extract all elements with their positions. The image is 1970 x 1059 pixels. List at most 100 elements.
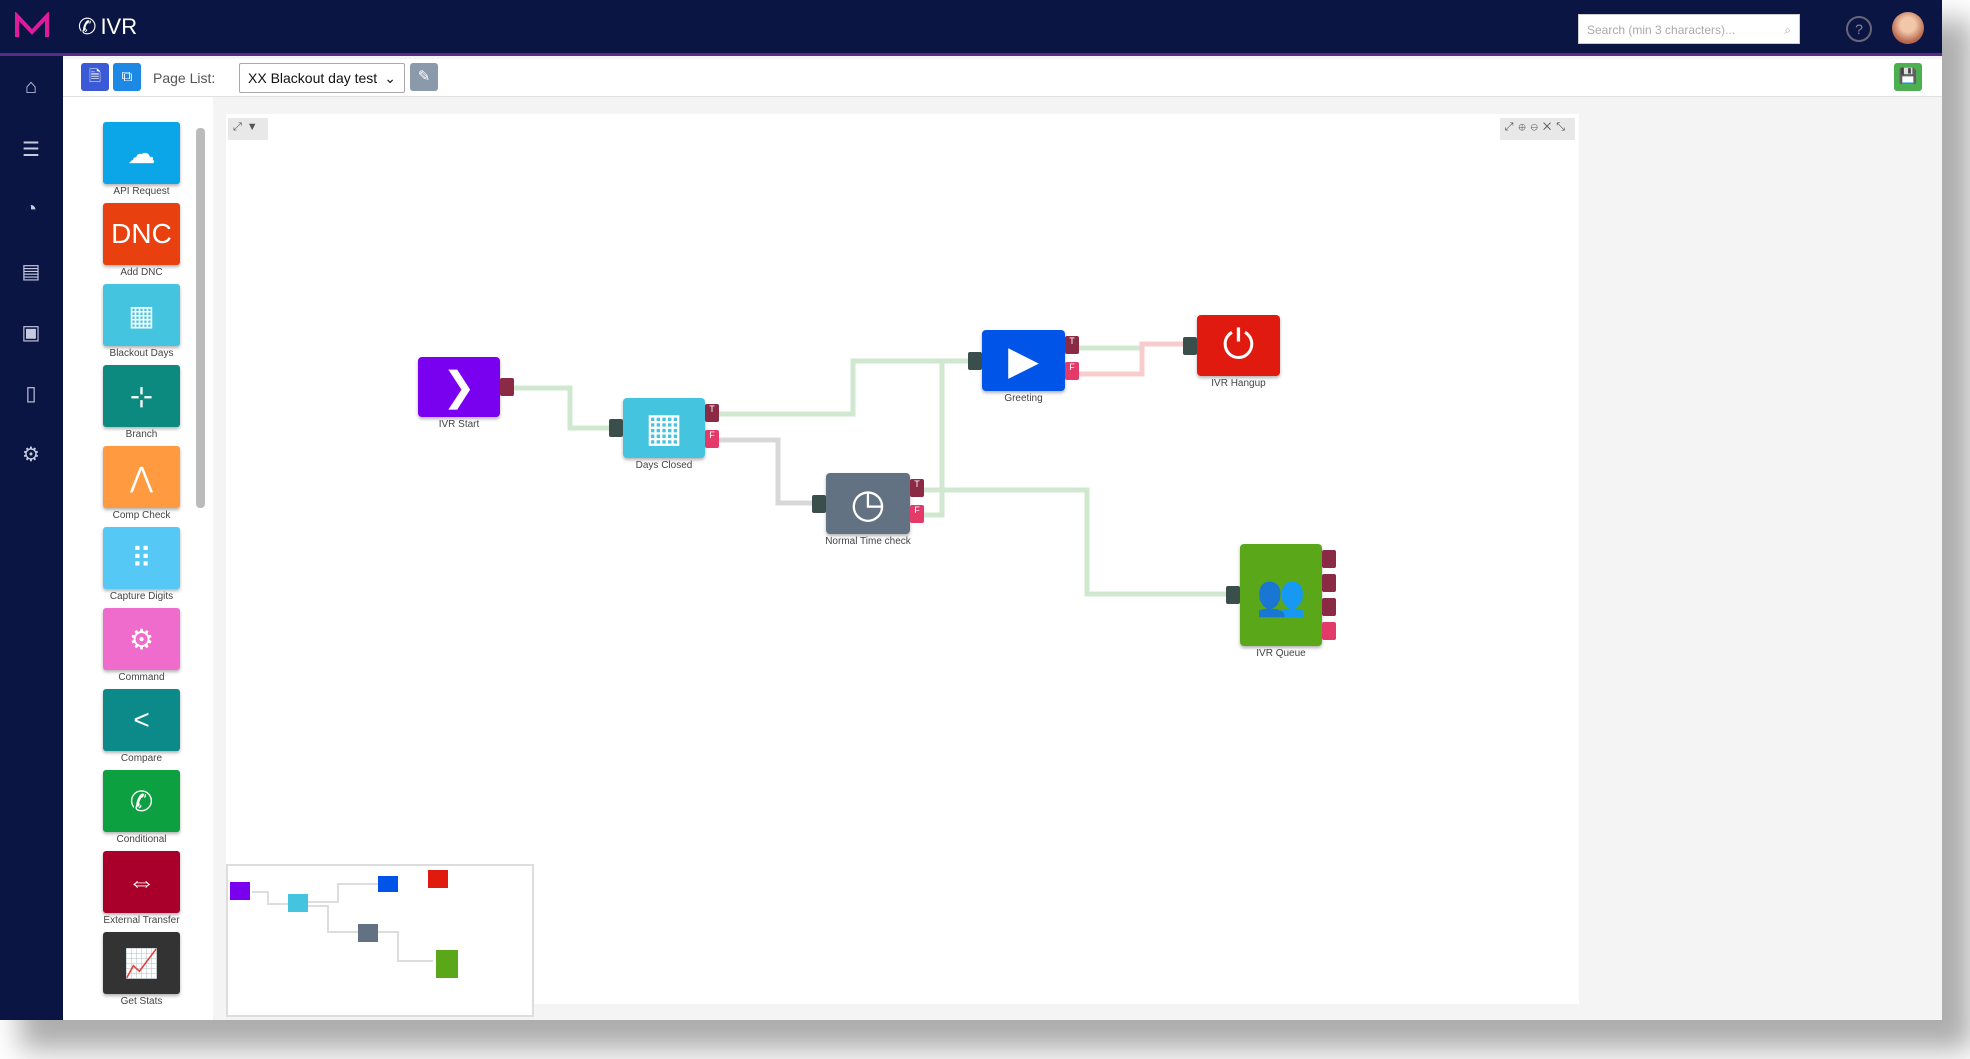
palette-item-label: Compare bbox=[120, 753, 163, 764]
true-output-port[interactable]: T bbox=[1065, 336, 1079, 354]
save-button[interactable]: 💾 bbox=[1894, 63, 1922, 91]
palette-item[interactable]: ⚙ Command bbox=[103, 608, 180, 683]
palette-item[interactable]: ⇔ External Transfer bbox=[103, 851, 180, 926]
transfer-icon: ⇔ bbox=[103, 851, 180, 913]
nav-contacts-icon[interactable]: ▣ bbox=[21, 322, 41, 344]
input-port[interactable] bbox=[609, 419, 623, 437]
phone-icon: ✆ bbox=[78, 14, 97, 39]
flow-node[interactable]: 👥 bbox=[1240, 544, 1322, 646]
peak-icon: ⋀ bbox=[103, 446, 180, 508]
true-output-port[interactable] bbox=[1322, 550, 1336, 568]
input-port[interactable] bbox=[1183, 336, 1197, 355]
app-window: ✆IVR Search (min 3 characters)... ⌕ ? ⌂ ☰… bbox=[0, 0, 1942, 1020]
power-icon: ⏻ bbox=[1222, 323, 1255, 367]
compare-icon: < bbox=[103, 689, 180, 751]
toolbar: 🗎 ⧉ Page List: XX Blackout day test ⌄ ✎ 💾 bbox=[63, 59, 1942, 97]
dnc-icon: DNC bbox=[103, 203, 180, 265]
connector-clock-true-queue bbox=[923, 487, 1228, 597]
input-port[interactable] bbox=[1226, 586, 1240, 604]
connectors bbox=[514, 341, 1228, 597]
copy-page-button[interactable]: ⧉ bbox=[113, 63, 141, 91]
flow-node[interactable]: ▶ bbox=[982, 330, 1065, 391]
nav-home-icon[interactable]: ⌂ bbox=[24, 76, 38, 98]
connector-blackout-false-clock bbox=[719, 437, 815, 506]
palette-item-label: Branch bbox=[125, 429, 158, 440]
palette-item-label: Capture Digits bbox=[109, 591, 174, 602]
page-list-select[interactable]: XX Blackout day test ⌄ bbox=[239, 63, 405, 93]
palette-scrollbar[interactable] bbox=[196, 128, 205, 508]
palette-item-label: Add DNC bbox=[120, 267, 163, 278]
keypad-icon: ⠿ bbox=[103, 527, 180, 589]
false-output-port[interactable] bbox=[1322, 622, 1336, 640]
palette-item[interactable]: ⊹ Branch bbox=[103, 365, 180, 440]
minimap[interactable] bbox=[226, 864, 534, 1017]
flow-node-label: IVR Queue bbox=[1256, 648, 1306, 659]
palette-item-label: Get Stats bbox=[120, 996, 163, 1007]
false-output-port[interactable]: F bbox=[1065, 362, 1079, 380]
palette-item-label: API Request bbox=[113, 186, 170, 197]
input-port[interactable] bbox=[812, 494, 826, 513]
flow-node[interactable]: ⏻ bbox=[1197, 315, 1280, 376]
connector-blackout-true-greeting bbox=[719, 358, 972, 417]
chevron-right-icon: ❯ bbox=[442, 365, 476, 409]
flow-node-label: IVR Hangup bbox=[1211, 378, 1266, 389]
gear-icon: ⚙ bbox=[103, 608, 180, 670]
cloud-icon: ☁ bbox=[103, 122, 180, 184]
canvas-edit-tools[interactable]: ⤢▼ bbox=[228, 118, 268, 140]
help-icon[interactable]: ? bbox=[1846, 16, 1872, 42]
palette-item[interactable]: DNC Add DNC bbox=[103, 203, 180, 278]
true-output-port[interactable] bbox=[1322, 574, 1336, 592]
nav-dashboard-icon[interactable]: ◔ bbox=[24, 198, 38, 220]
palette-item[interactable]: ⋀ Comp Check bbox=[103, 446, 180, 521]
flow-node[interactable]: ▦ bbox=[623, 398, 705, 458]
palette-item-label: Conditional bbox=[116, 834, 167, 845]
flow-node[interactable]: ◷ bbox=[826, 473, 910, 534]
connector-clock-false-greeting bbox=[923, 361, 945, 518]
palette-item-label: External Transfer bbox=[103, 915, 180, 926]
connector-start-blackout bbox=[514, 385, 612, 431]
palette-item-label: Comp Check bbox=[112, 510, 171, 521]
flow-node[interactable]: ❯ bbox=[418, 357, 500, 417]
page-selected: XX Blackout day test bbox=[248, 70, 378, 86]
true-output-port[interactable] bbox=[1322, 598, 1336, 616]
palette-item-label: Command bbox=[118, 672, 165, 683]
top-bar: ✆IVR Search (min 3 characters)... ⌕ ? bbox=[0, 0, 1942, 56]
edit-page-button[interactable]: ✎ bbox=[410, 63, 438, 91]
brand-logo[interactable] bbox=[14, 12, 50, 40]
palette-item[interactable]: 📈Get Stats bbox=[103, 932, 180, 1007]
app-title-text: IVR bbox=[100, 14, 138, 39]
flow-node-label: Days Closed bbox=[635, 460, 693, 471]
new-page-button[interactable]: 🗎 bbox=[81, 63, 109, 91]
clock-icon: ◷ bbox=[850, 481, 886, 526]
search-placeholder: Search (min 3 characters)... bbox=[1587, 23, 1736, 37]
true-output-port[interactable]: T bbox=[705, 404, 719, 422]
nav-database-icon[interactable]: ▤ bbox=[21, 261, 41, 283]
palette-item[interactable]: ⠿ Capture Digits bbox=[103, 527, 180, 602]
false-output-port[interactable]: F bbox=[705, 430, 719, 448]
canvas-zoom-tools[interactable]: ⤢⊕⊖✕⤡ bbox=[1499, 118, 1575, 140]
page-list-label: Page List: bbox=[153, 70, 216, 86]
true-output-port[interactable]: T bbox=[910, 479, 924, 497]
palette-item[interactable]: < Compare bbox=[103, 689, 180, 764]
nav-document-icon[interactable]: ▯ bbox=[25, 383, 37, 405]
palette-item[interactable]: ☁ API Request bbox=[103, 122, 180, 197]
flow-node-label: Normal Time check bbox=[825, 536, 911, 547]
palette-item[interactable]: ✆Conditional bbox=[103, 770, 180, 845]
nav-list-icon[interactable]: ☰ bbox=[22, 139, 40, 161]
play-icon: ▶ bbox=[1008, 338, 1039, 383]
search-input[interactable]: Search (min 3 characters)... ⌕ bbox=[1578, 14, 1800, 44]
calendar-icon: ▦ bbox=[103, 284, 180, 346]
nav-settings-icon[interactable]: ⚙ bbox=[22, 444, 40, 466]
connector-greeting-false-hangup bbox=[1079, 341, 1187, 377]
false-output-port[interactable]: F bbox=[910, 505, 924, 523]
flow-node-label: Greeting bbox=[1004, 393, 1043, 404]
app-title: ✆IVR bbox=[78, 14, 137, 40]
input-port[interactable] bbox=[968, 351, 982, 370]
avatar[interactable] bbox=[1892, 12, 1924, 44]
chevron-down-icon: ⌄ bbox=[384, 70, 396, 86]
palette-item[interactable]: ▦Blackout Days bbox=[103, 284, 180, 359]
search-icon[interactable]: ⌕ bbox=[1784, 23, 1791, 37]
true-output-port[interactable] bbox=[500, 378, 514, 396]
branch-icon: ⊹ bbox=[103, 365, 180, 427]
